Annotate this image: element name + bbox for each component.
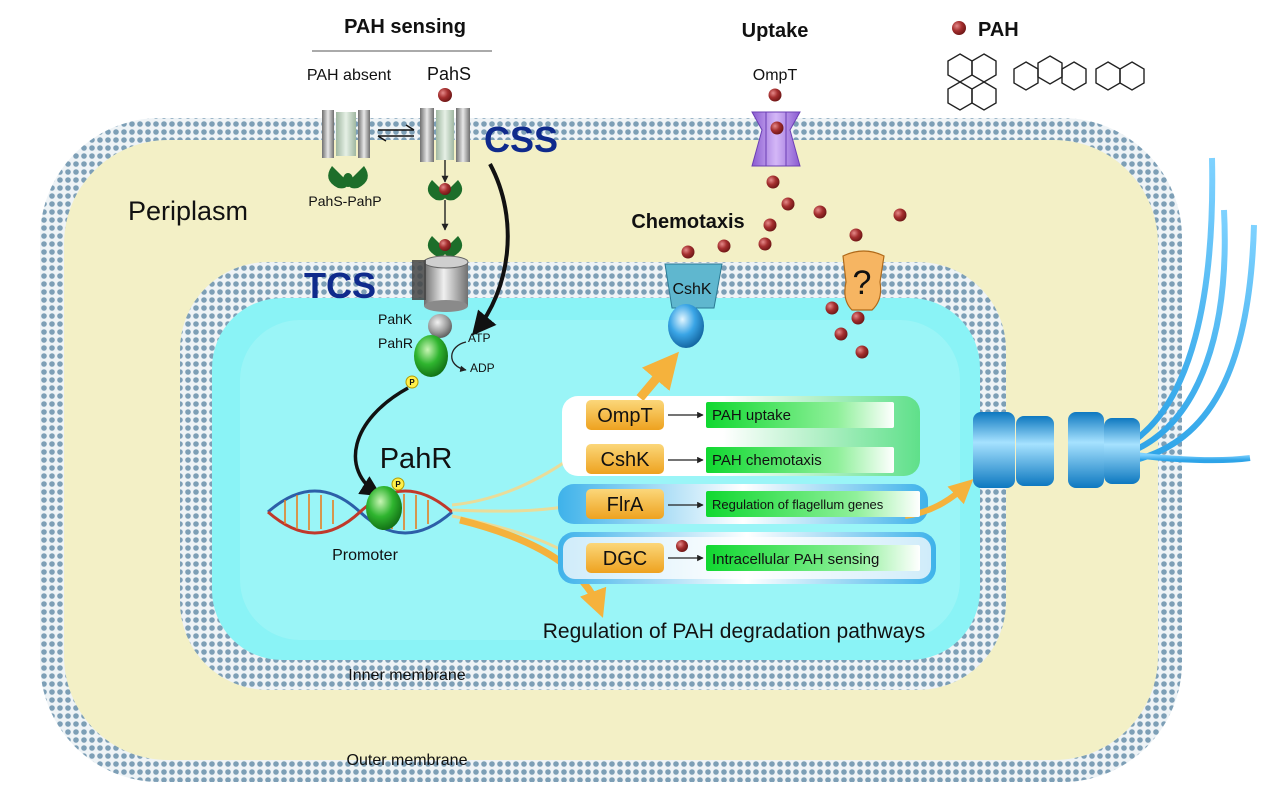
adp-label: ADP	[470, 361, 495, 375]
unknown-transporter	[842, 250, 885, 311]
ompt-top-label: OmpT	[753, 67, 798, 84]
equilibrium-arrows-icon	[377, 124, 415, 142]
gene-row-flra: FlrA Regulation of flagellum genes	[586, 489, 920, 519]
phosphate-group	[391, 477, 405, 491]
gene-label: OmpT	[597, 405, 653, 427]
atp-adp-arrow	[451, 341, 467, 373]
unknown-transporter-label: ?	[853, 264, 872, 302]
ompt-channel	[751, 111, 801, 167]
pahs-channel-absent	[322, 110, 370, 158]
function-label: Intracellular PAH sensing	[712, 551, 879, 568]
chemotaxis-heading: Chemotaxis	[631, 211, 744, 233]
pahp-dimer-absent	[328, 166, 368, 189]
cshk-induction-arrow	[636, 351, 679, 401]
atp-label: ATP	[468, 331, 490, 345]
tcs-label: TCS	[304, 265, 376, 306]
css-label: CSS	[484, 119, 558, 160]
periplasm-label: Periplasm	[128, 196, 248, 226]
naphthalene-structure-icon	[1095, 61, 1145, 91]
phenanthrene-structure-icon	[1013, 55, 1087, 91]
dna-helix	[267, 489, 453, 535]
pahk-sensor-kinase	[412, 255, 469, 338]
pah-legend-dot	[952, 21, 966, 35]
flagellum	[973, 157, 1257, 488]
uptake-heading: Uptake	[742, 20, 809, 42]
gene-label: CshK	[601, 449, 651, 471]
degradation-regulation-label: Regulation of PAH degradation pathways	[543, 620, 926, 643]
degradation-arrow	[459, 516, 607, 618]
pyrene-structure-icon	[947, 53, 997, 111]
pahk-label: PahK	[378, 311, 413, 327]
phosphate-label: P	[409, 378, 415, 387]
cshk-receptor	[664, 263, 723, 309]
gene-row-dgc: DGC Intracellular PAH sensing	[586, 540, 920, 573]
pah-molecule	[438, 88, 452, 102]
pahr-small-label: PahR	[378, 335, 413, 351]
pah-absent-label: PAH absent	[307, 67, 392, 84]
pah-molecules-uptake	[681, 88, 907, 359]
phosphate-label: P	[395, 480, 401, 489]
inner-membrane-label: Inner membrane	[348, 667, 465, 684]
phosphate-group	[405, 375, 419, 389]
pahr-big-label: PahR	[380, 443, 453, 475]
promoter-label: Promoter	[332, 547, 398, 564]
pah-legend-label: PAH	[978, 19, 1019, 41]
pah-molecule	[439, 183, 451, 195]
function-label: Regulation of flagellum genes	[712, 497, 884, 512]
outer-membrane-label: Outer membrane	[347, 752, 468, 769]
pahr-bound-promoter	[366, 486, 402, 530]
pahs-channel-bound	[420, 108, 470, 162]
gene-label: DGC	[603, 548, 647, 570]
pahs-label: PahS	[427, 64, 471, 84]
cshk-receptor-label: CshK	[672, 281, 711, 298]
cshk-cytoplasmic-domain	[668, 304, 704, 348]
function-label: PAH uptake	[712, 407, 791, 424]
function-label: PAH chemotaxis	[712, 452, 822, 469]
gene-row-ompt: OmpT PAH uptake	[586, 400, 894, 430]
pahs-pahp-label: PahS-PahP	[308, 193, 381, 209]
cytoplasm-inner-glow	[240, 320, 960, 640]
pahr-to-promoter-arrow	[353, 386, 409, 497]
pah-sensing-heading: PAH sensing	[344, 16, 466, 38]
pahp-dimer-bound-2	[427, 236, 463, 257]
css-signal-arrow	[471, 163, 510, 336]
pah-molecule	[676, 540, 688, 552]
pahp-dimer-bound-1	[427, 180, 463, 201]
gene-label: FlrA	[607, 494, 644, 516]
pahr-regulator	[414, 335, 448, 377]
gene-row-cshk: CshK PAH chemotaxis	[586, 444, 894, 474]
pah-molecule	[439, 239, 451, 251]
